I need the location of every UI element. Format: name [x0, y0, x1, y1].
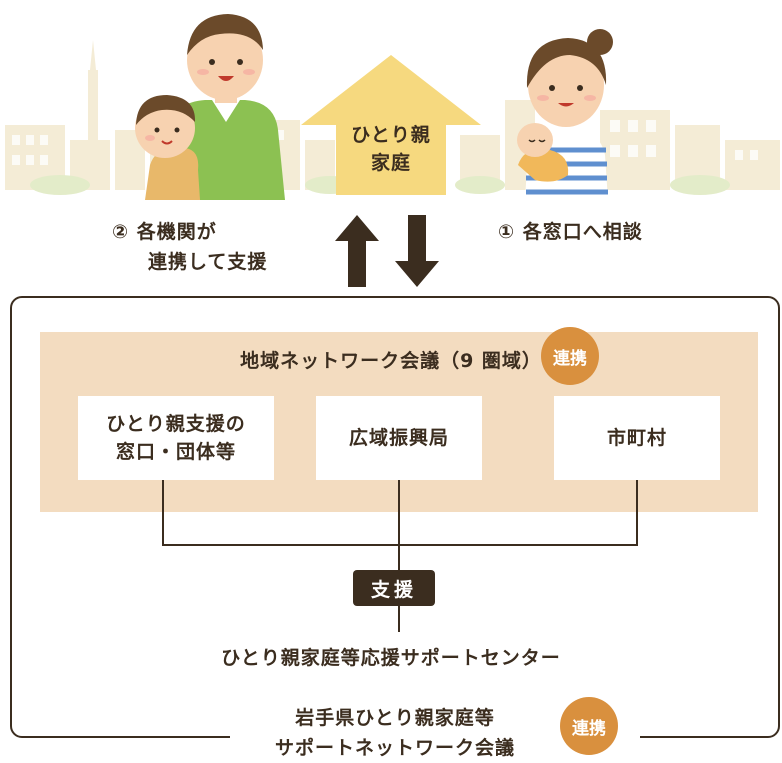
connector-right-vertical [636, 480, 638, 546]
connector-center-vertical [398, 480, 400, 632]
family-illustration [5, 14, 780, 200]
step2-caption-line2: 連携して支援 [148, 251, 268, 273]
connector-left-vertical [162, 480, 164, 546]
org-regional-bureau: 広域振興局 [316, 396, 482, 480]
regional-collaboration-badge: 連携 [541, 327, 599, 385]
house-icon [301, 55, 481, 195]
org-line: ひとり親支援の [106, 413, 246, 435]
network-meeting-label: 岩手県ひとり親家庭等 サポートネットワーク会議 [240, 703, 550, 763]
step2-caption-line1: ② 各機関が [112, 221, 217, 243]
down-arrow-icon [395, 215, 439, 287]
connector-horizontal [162, 544, 638, 546]
org-line: 広域振興局 [348, 427, 449, 449]
baby-figure [517, 123, 569, 182]
house-label-line1: ひとり親 [351, 124, 431, 146]
support-label: 支援 [353, 570, 435, 606]
father-figure [175, 14, 285, 200]
org-line: 市町村 [606, 427, 667, 449]
step1-caption: ① 各窓口へ相談 [498, 221, 643, 243]
network-line2: サポートネットワーク会議 [274, 737, 515, 759]
org-single-parent-support-groups: ひとり親支援の 窓口・団体等 [78, 396, 274, 480]
org-line: 窓口・団体等 [115, 441, 236, 463]
network-collaboration-badge: 連携 [560, 697, 618, 755]
up-arrow-icon [335, 215, 379, 287]
child-figure [135, 95, 200, 200]
network-line1: 岩手県ひとり親家庭等 [295, 707, 495, 729]
support-center-label: ひとり親家庭等応援サポートセンター [221, 647, 561, 669]
house-label-line2: 家庭 [370, 152, 411, 174]
org-municipalities: 市町村 [554, 396, 720, 480]
regional-network-title: 地域ネットワーク会議（9 圏域） [240, 350, 542, 372]
